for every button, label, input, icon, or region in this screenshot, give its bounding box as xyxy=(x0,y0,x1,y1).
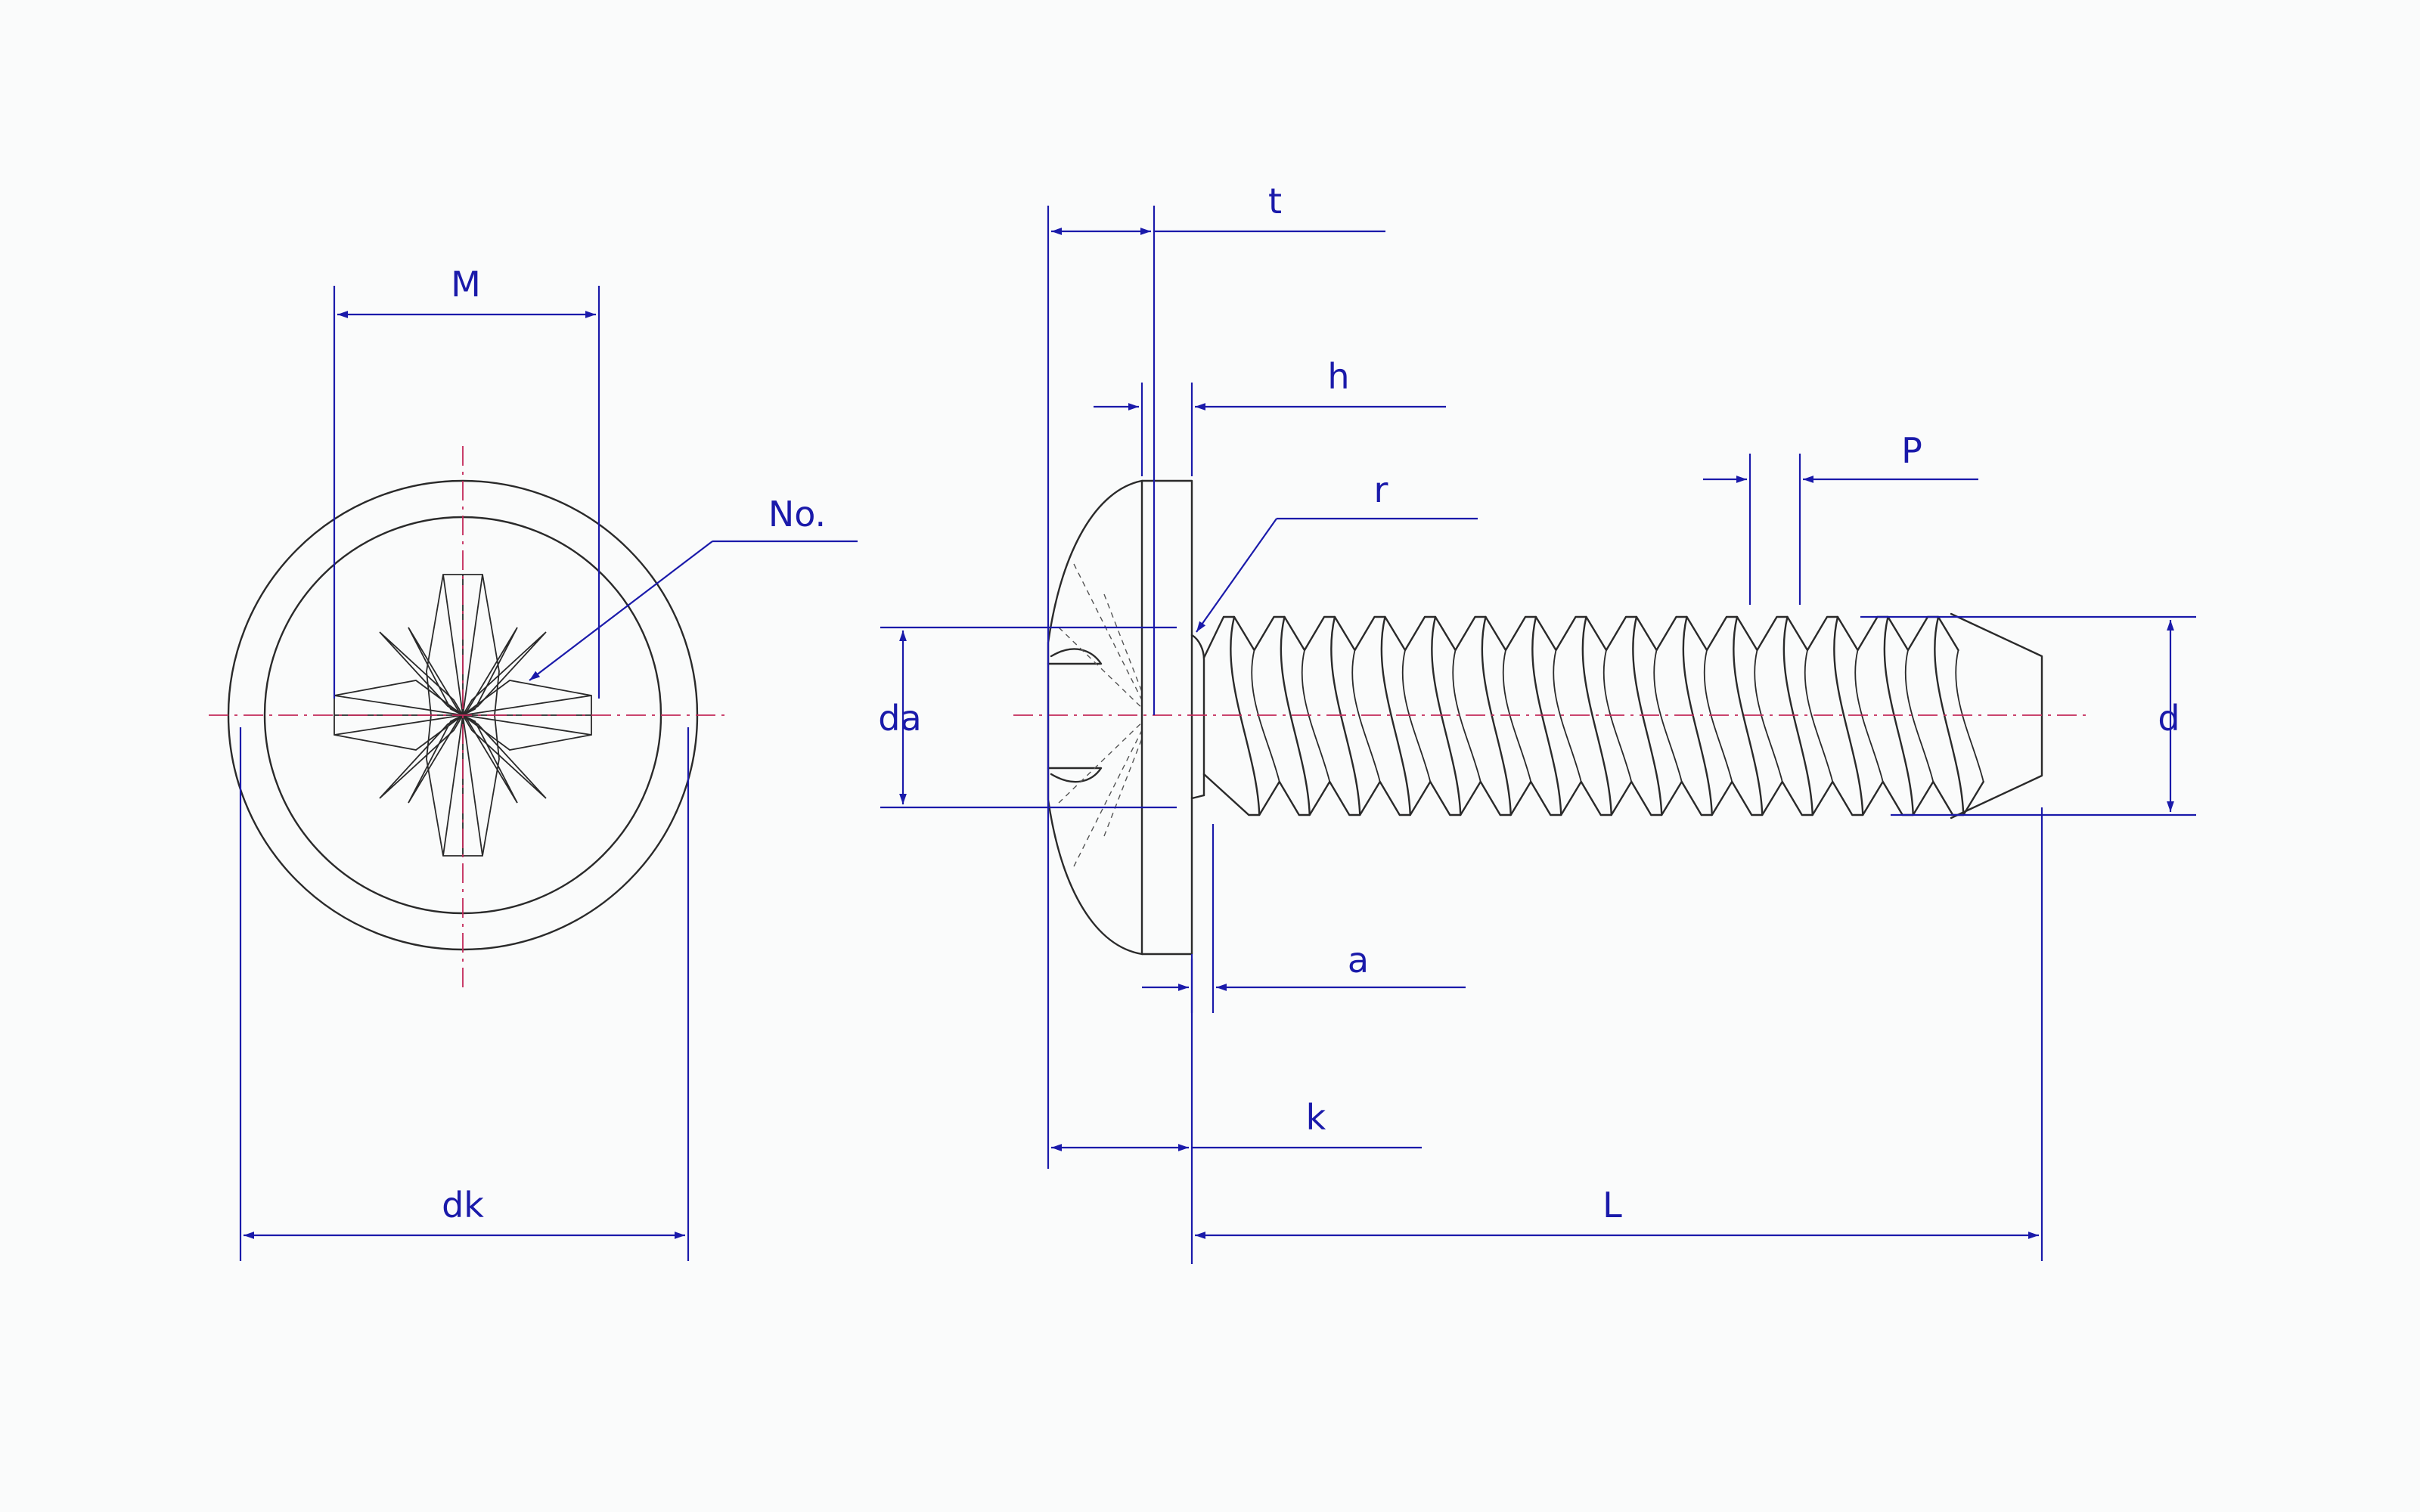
thread-profile-top xyxy=(1202,615,1959,659)
screw-point xyxy=(1950,612,2043,820)
thread-flank xyxy=(1733,615,1764,816)
dimension-d: d xyxy=(1860,615,2196,816)
thread-root-line xyxy=(1452,649,1481,782)
thread-root-line xyxy=(1653,649,1683,782)
label-l: L xyxy=(1602,1185,1622,1225)
thread-flank xyxy=(1230,615,1261,816)
dimension-k: k xyxy=(1051,954,1422,1264)
thread-root-line xyxy=(1351,649,1381,782)
dimension-p: P xyxy=(1703,430,1978,605)
label-m: M xyxy=(451,264,481,305)
thread-flank xyxy=(1833,615,1864,816)
thread-flank xyxy=(1481,615,1512,816)
thread-root-line xyxy=(1301,649,1331,782)
thread-root-line xyxy=(1703,649,1733,782)
thread-root-line xyxy=(1401,649,1432,782)
front-view: M No. dk xyxy=(209,264,858,1261)
dimension-dk: dk xyxy=(239,727,690,1261)
leader-r: r xyxy=(1196,469,1478,633)
label-p: P xyxy=(1901,430,1922,471)
thread-root-line xyxy=(1804,649,1834,782)
thread-flank xyxy=(1883,615,1914,816)
label-a: a xyxy=(1348,940,1369,981)
side-view: t h r P da xyxy=(878,181,2196,1264)
thread-root-line xyxy=(1854,649,1884,782)
dimension-l: L xyxy=(1195,807,2043,1261)
thread-root-line xyxy=(1251,649,1280,782)
thread-flank xyxy=(1431,615,1462,816)
thread-flank xyxy=(1632,615,1663,816)
thread-flank xyxy=(1682,615,1713,816)
thread-root-line xyxy=(1955,649,1984,782)
thread-root-line xyxy=(1754,649,1783,782)
thread-root-line xyxy=(1602,649,1633,782)
thread-body xyxy=(1202,615,1984,816)
leader-no: No. xyxy=(529,494,858,681)
thread-flank xyxy=(1782,615,1813,816)
washer-flange xyxy=(1140,479,1193,956)
label-k: k xyxy=(1306,1097,1326,1138)
label-dk: dk xyxy=(442,1185,484,1225)
label-d: d xyxy=(2158,698,2180,739)
thread-flank xyxy=(1531,615,1562,816)
label-r: r xyxy=(1374,469,1388,510)
label-h: h xyxy=(1327,356,1349,397)
recess-hidden-lines xyxy=(1058,559,1152,869)
label-no: No. xyxy=(768,494,826,534)
dimension-t: t xyxy=(1047,181,1385,1169)
label-da: da xyxy=(878,698,921,739)
label-t: t xyxy=(1268,181,1282,222)
thread-root-line xyxy=(1904,649,1934,782)
thread-root-line xyxy=(1553,649,1582,782)
thread-flank xyxy=(1581,615,1612,816)
thread-flank xyxy=(1380,615,1411,816)
dimension-h: h xyxy=(1094,356,1446,476)
thread-flank xyxy=(1280,615,1311,816)
thread-flank xyxy=(1330,615,1361,816)
thread-root-line xyxy=(1502,649,1532,782)
dimension-m: M xyxy=(333,264,600,699)
thread-profile-bottom xyxy=(1202,773,1984,816)
thread-flank xyxy=(1934,615,1965,816)
dimension-da: da xyxy=(878,626,1177,809)
head-dome xyxy=(1047,479,1143,956)
